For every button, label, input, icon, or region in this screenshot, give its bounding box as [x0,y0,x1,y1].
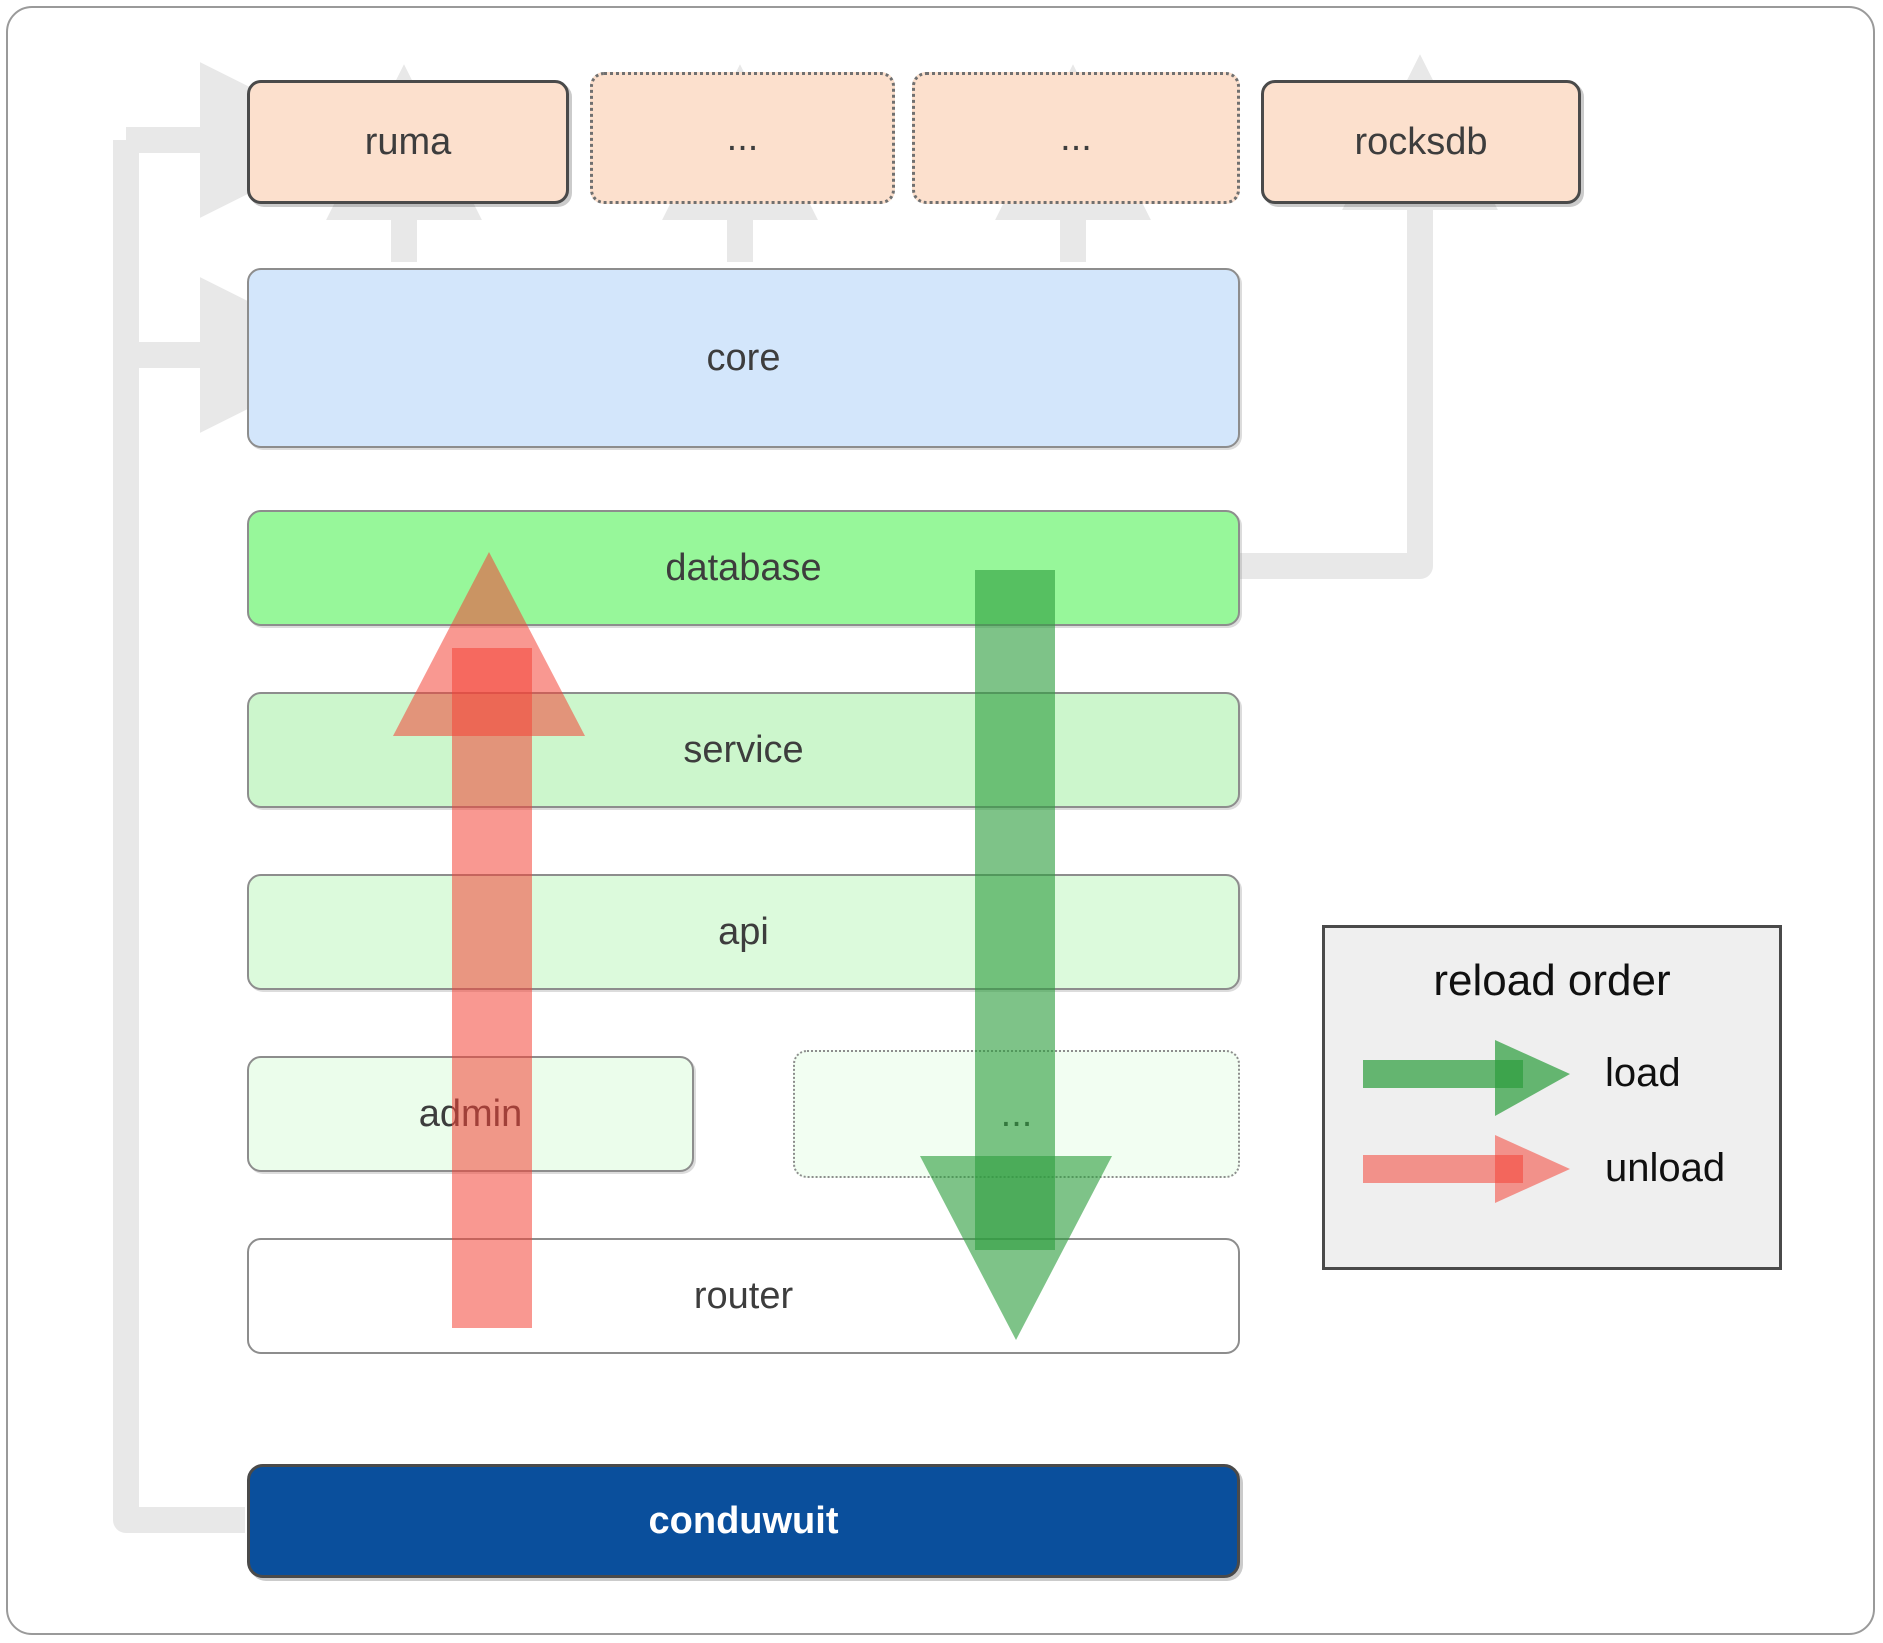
node-external-ellipsis-2-label: ... [1060,116,1092,159]
node-service-label: service [683,728,804,771]
node-rocksdb-label: rocksdb [1354,120,1488,163]
node-external-ellipsis-2[interactable]: ... [912,72,1240,204]
node-database[interactable]: database [247,510,1240,626]
node-router-label: router [693,1274,794,1317]
node-layer-ellipsis[interactable]: ... [793,1050,1240,1178]
legend-label-unload: unload [1605,1146,1726,1190]
node-database-label: database [665,546,822,589]
node-admin-label: admin [418,1092,523,1135]
node-layer-ellipsis-label: ... [1000,1092,1033,1135]
diagram-frame [6,6,1875,1635]
node-core[interactable]: core [247,268,1240,448]
node-conduwuit-label: conduwuit [648,1499,839,1542]
node-ruma[interactable]: ruma [247,80,569,204]
node-admin[interactable]: admin [247,1056,694,1172]
node-api[interactable]: api [247,874,1240,990]
node-ruma-label: ruma [364,120,452,163]
legend-label-load: load [1605,1051,1681,1095]
legend-unload-arrow [1363,1135,1570,1203]
node-external-ellipsis-1[interactable]: ... [590,72,895,204]
legend-load-arrow [1363,1040,1570,1116]
node-conduwuit[interactable]: conduwuit [247,1464,1240,1578]
node-external-ellipsis-1-label: ... [726,116,759,159]
node-rocksdb[interactable]: rocksdb [1261,80,1581,204]
legend-title: reload order [1433,956,1671,1005]
legend-panel: reload order load unload [1322,925,1782,1270]
node-core-label: core [706,336,781,379]
legend-arrow-graphics [1363,1040,1570,1203]
node-api-label: api [718,910,769,953]
node-router[interactable]: router [247,1238,1240,1354]
node-service[interactable]: service [247,692,1240,808]
